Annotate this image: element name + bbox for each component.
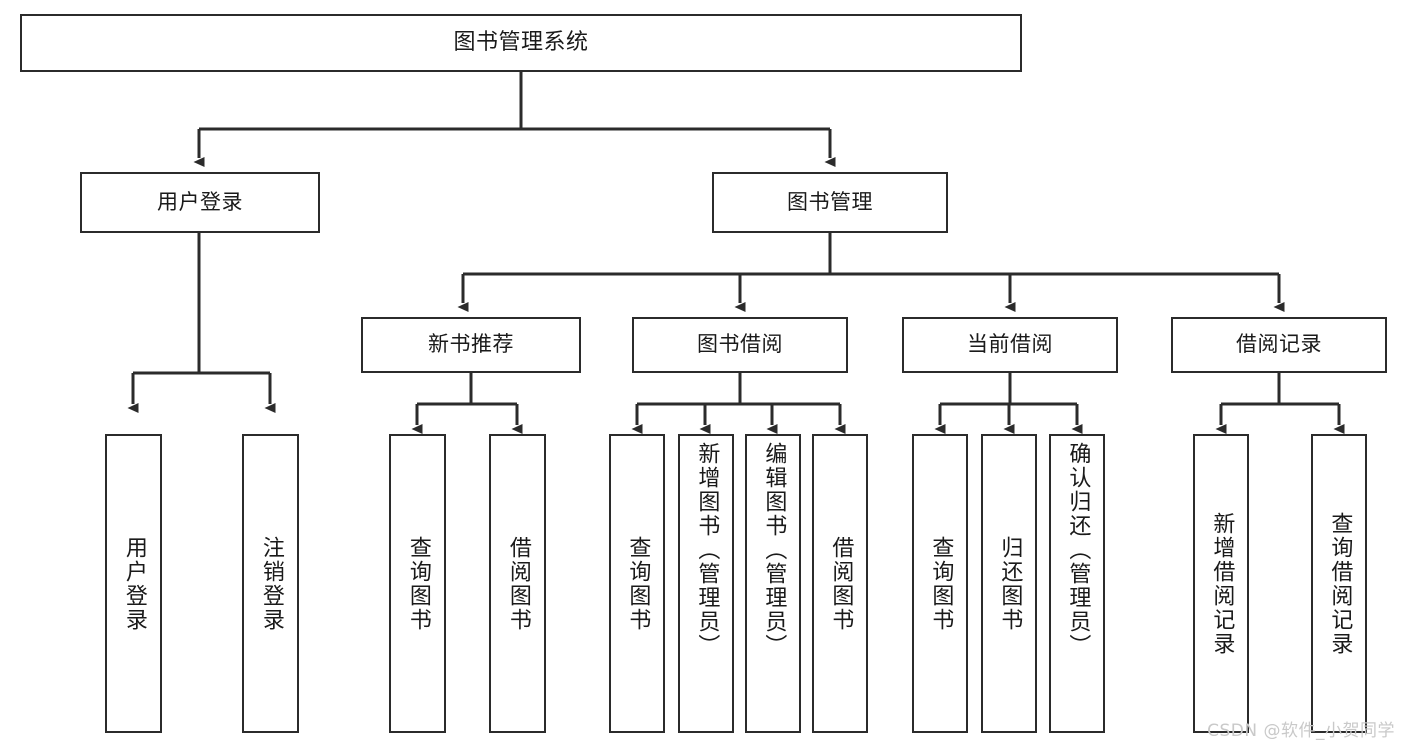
csdn-watermark: CSDN @软件_小贺同学 — [1207, 721, 1395, 741]
leaf-add-book-admin[interactable]: 新增图书（管理员） — [678, 434, 734, 733]
leaf-edit-book-admin[interactable]: 编辑图书（管理员） — [745, 434, 801, 733]
node-label: 用户登录 — [157, 189, 243, 214]
node-current-borrow[interactable]: 当前借阅 — [902, 317, 1118, 373]
leaf-query-book-recommend[interactable]: 查询图书 — [389, 434, 446, 733]
node-label: 查询借阅记录 — [1327, 511, 1353, 656]
node-label: 当前借阅 — [967, 332, 1053, 357]
node-label: 借阅图书 — [505, 535, 531, 632]
node-label: 归还图书 — [997, 535, 1023, 632]
leaf-query-book-current[interactable]: 查询图书 — [912, 434, 968, 733]
leaf-query-book-borrow[interactable]: 查询图书 — [609, 434, 665, 733]
node-book-borrow[interactable]: 图书借阅 — [632, 317, 848, 373]
leaf-user-login[interactable]: 用户登录 — [105, 434, 162, 733]
node-label: 新增图书（管理员） — [694, 442, 720, 658]
node-label: 确认归还（管理员） — [1065, 442, 1091, 658]
node-label: 查询图书 — [928, 535, 954, 632]
node-label: 注销登录 — [258, 535, 284, 632]
node-label: 查询图书 — [625, 535, 651, 632]
node-label: 用户登录 — [121, 535, 147, 632]
leaf-logout-login[interactable]: 注销登录 — [242, 434, 299, 733]
leaf-borrow-book-recommend[interactable]: 借阅图书 — [489, 434, 546, 733]
leaf-add-borrow-record[interactable]: 新增借阅记录 — [1193, 434, 1249, 733]
leaf-borrow-book-borrow[interactable]: 借阅图书 — [812, 434, 868, 733]
node-label: 新书推荐 — [428, 332, 514, 357]
leaf-query-borrow-record[interactable]: 查询借阅记录 — [1311, 434, 1367, 733]
node-user-login[interactable]: 用户登录 — [80, 172, 320, 233]
node-label: 图书管理系统 — [453, 29, 589, 55]
node-borrow-record[interactable]: 借阅记录 — [1171, 317, 1387, 373]
node-label: 编辑图书（管理员） — [761, 442, 787, 658]
leaf-confirm-return-admin[interactable]: 确认归还（管理员） — [1049, 434, 1105, 733]
node-label: 新增借阅记录 — [1209, 511, 1235, 656]
leaf-return-book[interactable]: 归还图书 — [981, 434, 1037, 733]
node-label: 图书借阅 — [697, 332, 783, 357]
node-label: 借阅记录 — [1236, 332, 1322, 357]
node-label: 借阅图书 — [828, 535, 854, 632]
node-label: 查询图书 — [405, 535, 431, 632]
node-book-manage[interactable]: 图书管理 — [712, 172, 948, 233]
node-root-system[interactable]: 图书管理系统 — [20, 14, 1022, 72]
node-new-book-recommend[interactable]: 新书推荐 — [361, 317, 581, 373]
node-label: 图书管理 — [787, 189, 873, 214]
